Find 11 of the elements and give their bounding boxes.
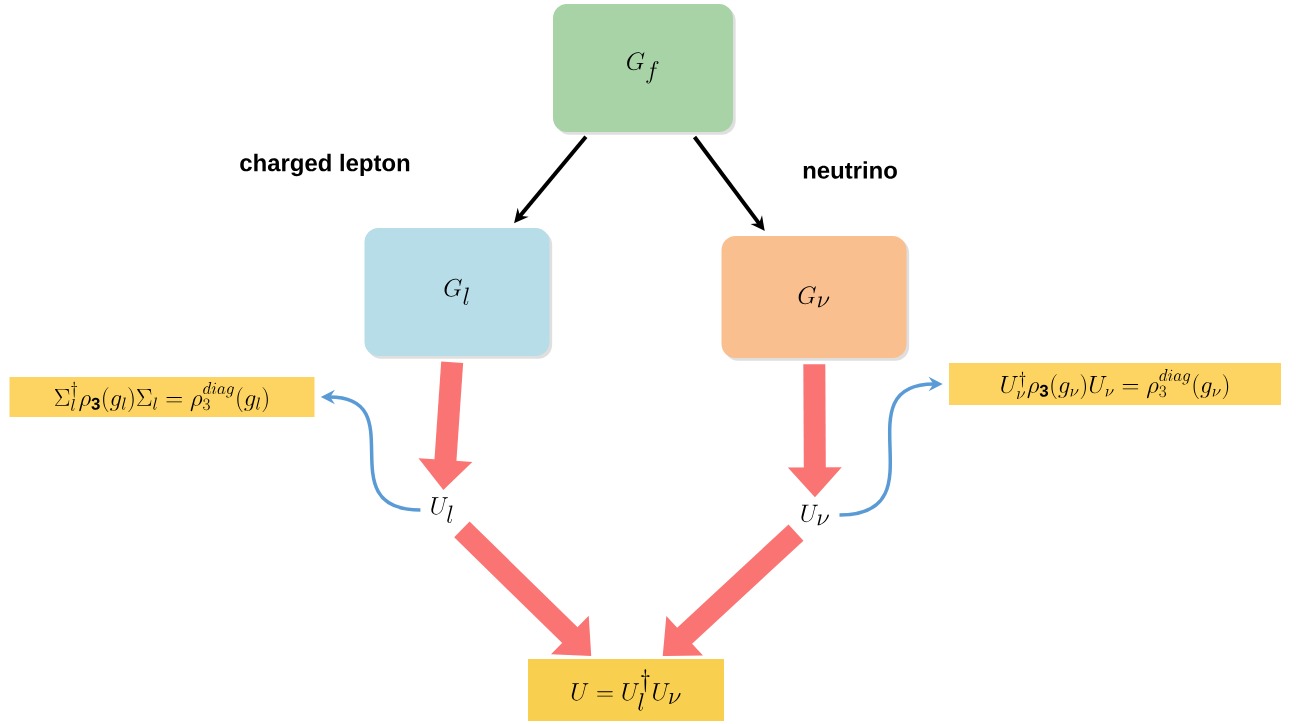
- formula-box: $U_\nu^\dagger \rho_{\mathbf{3}}(g_\nu)U_\nu = \rho_3^{diag}(g_\nu)$: [949, 363, 1281, 405]
- arrow: [692, 135, 765, 231]
- group-box: $G_\nu$: [721, 236, 910, 361]
- formula-box: $\Sigma_l^\dagger \rho_{\mathbf{3}}(g_l)\Sigma_l = \rho_3^{diag}(g_l)$: [9, 377, 315, 417]
- matrix-label: $U_l$: [431, 497, 453, 524]
- group-box: $G_l$: [364, 228, 553, 359]
- group-box: $G_f$: [553, 4, 736, 135]
- edge-label: charged lepton: [237, 151, 413, 179]
- formula-box: $U = U_l^\dagger U_\nu$: [528, 659, 724, 721]
- matrix-label: $U_\nu$: [801, 504, 829, 526]
- edge-label: neutrino: [800, 159, 900, 181]
